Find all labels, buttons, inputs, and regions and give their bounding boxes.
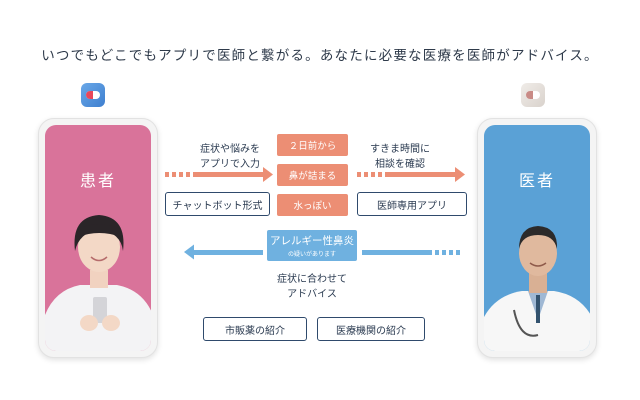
- diagnosis-note: の疑いがあります: [287, 251, 336, 258]
- doctor-screen: 医者: [484, 125, 590, 351]
- patient-title: 患者: [79, 171, 116, 190]
- symptom-pill: ２日前から: [277, 134, 348, 156]
- doctor-illustration: [484, 226, 590, 351]
- doctor-caption: すきま時間に 相談を確認: [370, 144, 430, 170]
- symptom-pill: 水っぽい: [277, 194, 348, 216]
- headline: いつでもどこでもアプリで医師と繋がる。あなたに必要な医療を医師がアドバイス。: [41, 48, 599, 64]
- otc-drug-box: 市販薬の紹介: [203, 317, 307, 341]
- diagnosis-badge: アレルギー性鼻炎 の疑いがあります: [267, 230, 357, 261]
- doctor-title: 医者: [518, 171, 555, 190]
- patient-caption: 症状や悩みを アプリで入力: [200, 144, 260, 170]
- doctor-phone: 医者: [477, 118, 597, 358]
- doctor-app-icon: [521, 83, 545, 107]
- chatbot-format-box: チャットボット形式: [165, 192, 270, 216]
- patient-screen: 患者: [45, 125, 151, 351]
- doctor-app-box: 医師専用アプリ: [357, 192, 467, 216]
- patient-illustration: [45, 215, 151, 351]
- diagnosis-name: アレルギー性鼻炎: [270, 235, 354, 247]
- patient-phone: 患者: [38, 118, 158, 358]
- advice-caption: 症状に合わせて アドバイス: [277, 274, 347, 300]
- medical-facility-box: 医療機関の紹介: [317, 317, 425, 341]
- symptom-pill: 鼻が詰まる: [277, 164, 348, 186]
- patient-app-icon: [81, 83, 105, 107]
